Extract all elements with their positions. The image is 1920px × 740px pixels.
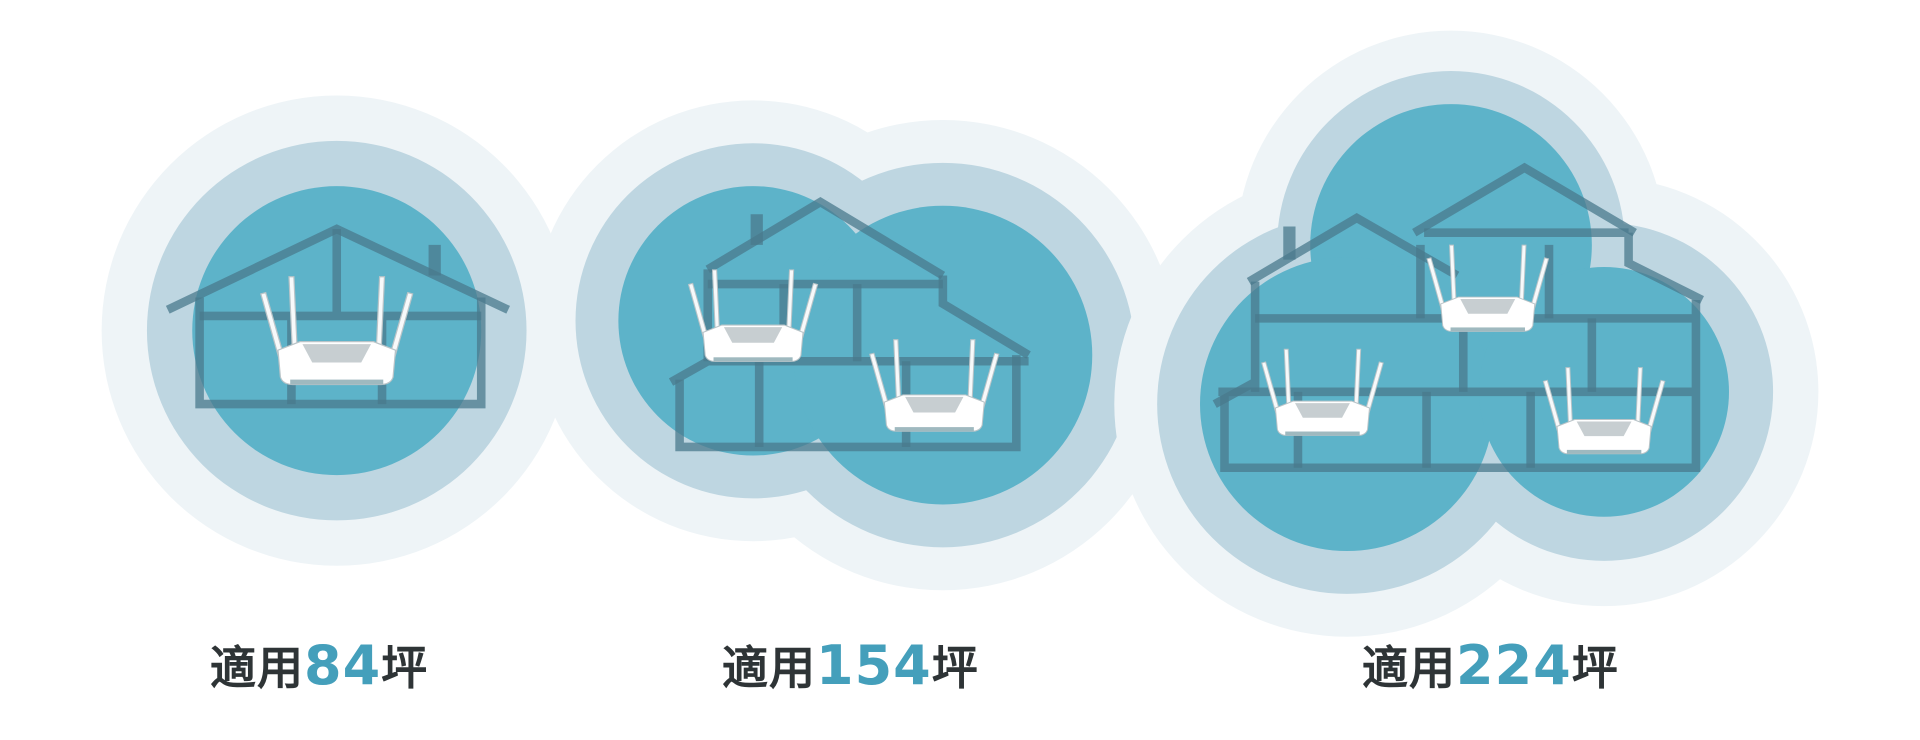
label-unit: 坪 bbox=[931, 641, 979, 695]
house-large-icon bbox=[1212, 162, 1704, 473]
label-number: 224 bbox=[1456, 634, 1572, 697]
coverage-label-small: 適用84坪 bbox=[210, 632, 428, 698]
label-prefix: 適用 bbox=[210, 641, 304, 695]
label-unit: 坪 bbox=[1571, 641, 1619, 695]
label-number: 154 bbox=[816, 634, 932, 697]
coverage-label-medium: 適用154坪 bbox=[722, 632, 979, 698]
coverage-label-large: 適用224坪 bbox=[1362, 632, 1619, 698]
label-unit: 坪 bbox=[381, 641, 429, 695]
label-prefix: 適用 bbox=[722, 641, 816, 695]
house-small-icon bbox=[165, 224, 510, 409]
coverage-zone-small bbox=[101, 95, 572, 566]
house-medium-icon bbox=[668, 197, 1031, 452]
label-prefix: 適用 bbox=[1362, 641, 1456, 695]
label-number: 84 bbox=[304, 634, 382, 697]
